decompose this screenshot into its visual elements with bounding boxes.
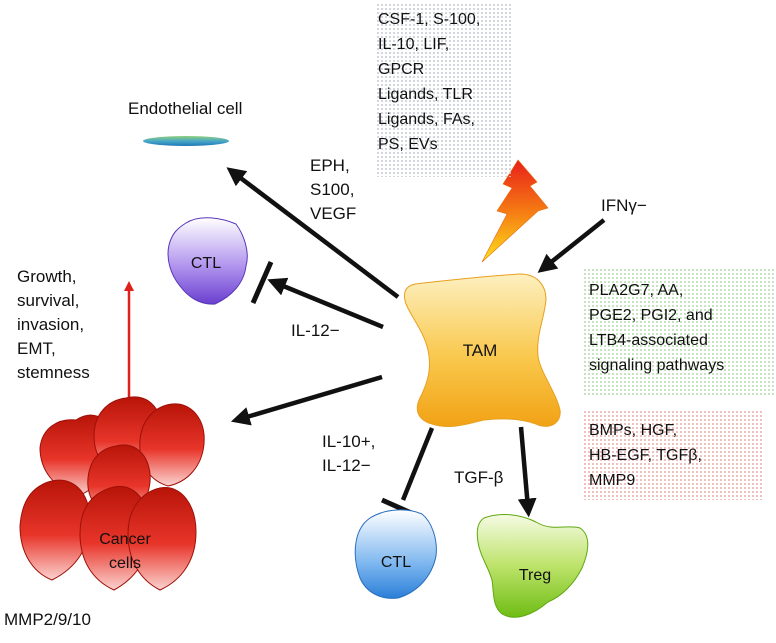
tgf-beta-label: TGF-β (454, 468, 504, 487)
arrow-to-ctl-top (267, 277, 384, 330)
arrow-to-ctl-bottom (400, 427, 435, 501)
inhibit-bar-ctl-top (250, 260, 274, 305)
arrow-to-treg (517, 426, 537, 518)
angiogenic-factors-label: EPH, S100, VEGF (310, 156, 357, 223)
ctl-top-cell-shape (167, 217, 248, 305)
endothelial-cell-label: Endothelial cell (128, 99, 243, 118)
cancer-cell (19, 479, 91, 581)
cancer-cell (139, 403, 205, 487)
cancer-cells-label: Cancer cells (99, 531, 151, 572)
growth-factors-box: BMPs, HGF, HB-EGF, TGFβ, MMP9 (583, 410, 763, 500)
lightning-bolt-icon (481, 159, 549, 263)
tumor-effects-label: Growth, survival, invasion, EMT, stemnes… (17, 267, 90, 382)
ctl-bottom-cell-shape (354, 509, 437, 599)
arrow-ifng-to-tam (537, 218, 606, 273)
ctl-bottom-label: CTL (380, 554, 412, 571)
mmp-label: MMP2/9/10 (4, 610, 91, 629)
ctl-top-label: CTL (190, 255, 222, 272)
arrow-to-cancer (230, 374, 383, 426)
il10-il12-label: IL-10+, IL-12− (322, 432, 376, 475)
endothelial-cell-shape (143, 136, 229, 146)
cancer-cell (127, 487, 197, 591)
arrow-to-endothelial (226, 167, 400, 299)
treg-cell-shape (476, 514, 589, 618)
signals-in-box: CSF-1, S-100, IL-10, LIF, GPCR Ligands, … (376, 3, 512, 177)
lipid-pathways-box: PLA2G7, AA, PGE2, PGI2, and LTB4-associa… (583, 268, 775, 396)
cancer-cells-cluster (19, 396, 205, 591)
tam-cell-shape (403, 273, 561, 427)
il12-label: IL-12− (291, 321, 340, 340)
treg-label: Treg (518, 567, 552, 584)
tam-label: TAM (462, 341, 498, 360)
ifn-gamma-label: IFNγ− (601, 196, 647, 215)
